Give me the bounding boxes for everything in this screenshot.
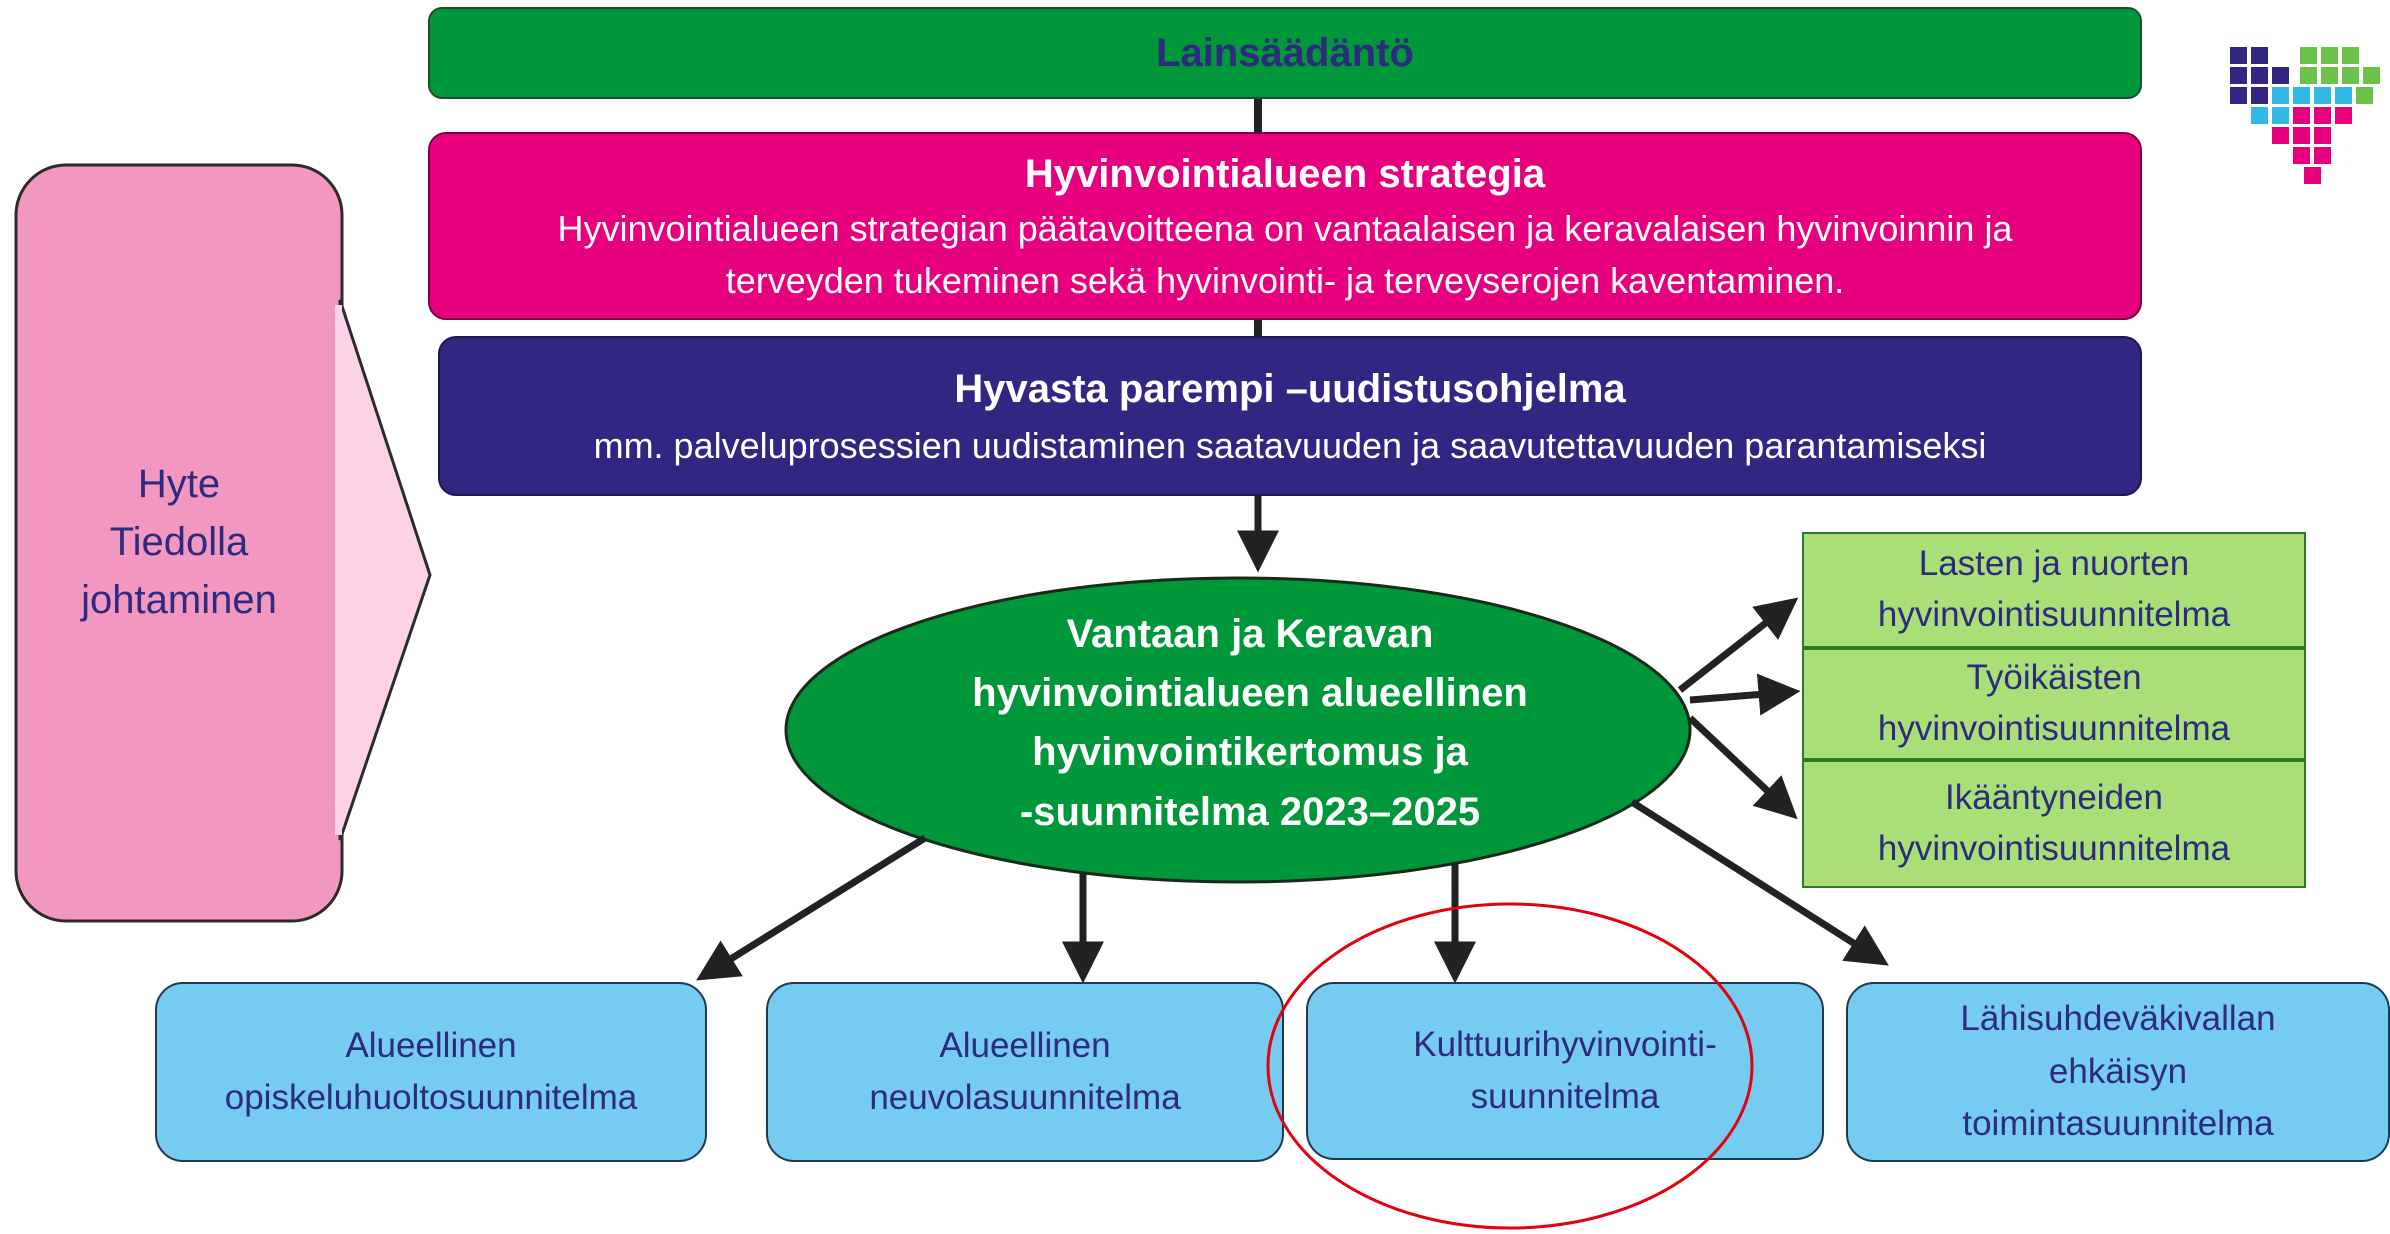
working-age-plan-box: Työikäisten hyvinvointisuunnitelma (1802, 648, 2306, 760)
plan-line: hyvinvointisuunnitelma (1877, 709, 2231, 748)
plan-line: Alueellinen (939, 1025, 1111, 1065)
plan-line: suunnitelma (1470, 1077, 1660, 1116)
center-line-3: hyvinvointikertomus ja (1032, 730, 1468, 775)
plan-line: ehkäisyn (2048, 1051, 2188, 1091)
plan-line: hyvinvointisuunnitelma (1877, 595, 2231, 634)
maternity-clinic-plan-box: Alueellinen neuvolasuunnitelma (766, 982, 1284, 1162)
plan-line: neuvolasuunnitelma (869, 1078, 1181, 1117)
center-ellipse (784, 576, 1692, 884)
program-title: Hyvasta parempi –uudistusohjelma (954, 367, 1626, 411)
arrow-to-violence-prevention-plan (1630, 799, 1889, 966)
plan-line: Lasten ja nuorten (1918, 544, 2190, 584)
legislation-title: Lainsäädäntö (1156, 30, 1414, 75)
strategy-text-line-1: Hyvinvointialueen strategian päätavoitte… (557, 207, 2013, 249)
pixel-heart-logo-icon (2230, 47, 2380, 184)
hyte-line-2: Tiedolla (109, 520, 249, 564)
center-line-2: hyvinvointialueen alueellinen (972, 671, 1528, 716)
plan-line: hyvinvointisuunnitelma (1877, 829, 2231, 868)
plan-line: toimintasuunnitelma (1962, 1104, 2274, 1144)
arrow-to-working-age-plan (1689, 673, 1801, 716)
strategy-title: Hyvinvointialueen strategia (1024, 151, 1546, 196)
violence-prevention-plan-box: Lähisuhdeväkivallan ehkäisyn toimintasuu… (1846, 982, 2390, 1162)
arrow-to-student-welfare-plan (696, 835, 927, 981)
center-plan-label: Vantaan ja Keravan hyvinvointialueen alu… (860, 605, 1640, 842)
student-welfare-plan-box: Alueellinen opiskeluhuoltosuunnitelma (155, 982, 707, 1162)
plan-line: Työikäisten (1966, 658, 2142, 698)
legislation-box: Lainsäädäntö (428, 7, 2142, 99)
strategy-box: Hyvinvointialueen strategia Hyvinvointia… (428, 132, 2142, 320)
hyte-pointer (338, 299, 432, 841)
strategy-text-line-2: terveyden tukeminen sekä hyvinvointi- ja… (725, 260, 1845, 301)
hyte-line-3: johtaminen (81, 578, 277, 622)
program-subtitle: mm. palveluprosessien uudistaminen saata… (593, 425, 1987, 466)
arrow-to-elderly-plan (1687, 715, 1798, 820)
elderly-plan-box: Ikääntyneiden hyvinvointisuunnitelma (1802, 760, 2306, 888)
hyte-pointer-joint (335, 305, 342, 835)
culture-wellbeing-plan-box: Kulttuurihyvinvointi- suunnitelma (1306, 982, 1824, 1160)
center-line-4: -suunnitelma 2023–2025 (1019, 789, 1481, 834)
plan-line: Alueellinen (345, 1025, 517, 1065)
plan-line: opiskeluhuoltosuunnitelma (224, 1078, 638, 1117)
renewal-program-box: Hyvasta parempi –uudistusohjelma mm. pal… (438, 336, 2142, 496)
plan-line: Ikääntyneiden (1945, 778, 2163, 818)
hyte-label: Hyte Tiedolla johtaminen (16, 455, 342, 629)
center-line-1: Vantaan ja Keravan (1066, 612, 1434, 656)
hyte-callout (14, 163, 432, 923)
arrow-to-children-plan (1677, 597, 1799, 693)
hyte-line-1: Hyte (137, 462, 221, 506)
plan-line: Kulttuurihyvinvointi- (1413, 1024, 1717, 1064)
plan-line: Lähisuhdeväkivallan (1960, 999, 2276, 1039)
children-youth-plan-box: Lasten ja nuorten hyvinvointisuunnitelma (1802, 532, 2306, 648)
